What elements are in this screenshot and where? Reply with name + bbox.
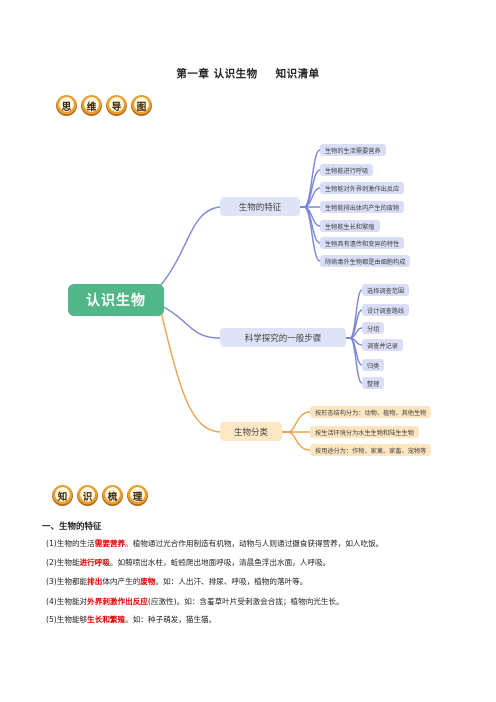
feature-item-2: (2)生物能进行呼吸。如鲸喷出水柱，蚯蚓爬出地面呼吸，清晨鱼浮出水面，人呼吸。 (46, 558, 331, 567)
badge-char: 理 (127, 485, 148, 506)
page-title-chapter: 第一章 认识生物 (176, 68, 258, 80)
mindmap-badge: 思 维 导 图 (56, 95, 152, 116)
leaf-classification: 按生活环境分为水生生物和陆生生物 (310, 426, 419, 438)
branch-inquiry-steps: 科学探究的一般步骤 (220, 328, 346, 347)
leaf-classification: 按用途分为：作物、家禽、家畜、宠物等 (310, 444, 432, 456)
section-heading: 一、生物的特征 (42, 522, 102, 532)
leaf-classification: 按形态结构分为：动物、植物、其他生物 (310, 406, 432, 418)
leaf-step: 调查并记录 (362, 339, 403, 351)
page-title-suffix: 知识清单 (275, 68, 320, 80)
knowledge-badge: 知 识 梳 理 (52, 485, 148, 506)
badge-char: 维 (81, 95, 102, 116)
leaf-feature: 生物能生长和繁殖 (320, 220, 380, 232)
leaf-feature: 生物的生活需要营养 (320, 144, 386, 156)
badge-char: 梳 (102, 485, 123, 506)
feature-item-3: (3)生物都能排出体内产生的废物。如：人出汗、排尿、呼吸，植物的落叶等。 (46, 577, 308, 586)
leaf-step: 分组 (362, 322, 385, 334)
leaf-feature: 生物能排出体内产生的废物 (320, 201, 405, 213)
feature-item-4: (4)生物能对外界刺激作出反应(应激性)。如：含羞草叶片受刺激会合拢；植物向光生… (46, 597, 344, 606)
badge-char: 知 (52, 485, 73, 506)
connector-root-steps (159, 304, 221, 339)
leaf-feature: 生物能进行呼吸 (320, 164, 374, 176)
feature-item-1: (1)生物的生活需要营养。植物通过光合作用制造有机物，动物与人则通过摄食获得营养… (46, 539, 384, 548)
leaf-feature: 生物能对外界刺激作出反应 (320, 182, 405, 194)
connector-root-features (159, 206, 221, 287)
leaf-step: 选择调查范围 (362, 284, 410, 296)
badge-char: 思 (56, 95, 77, 116)
mindmap-connectors (159, 149, 363, 451)
branch-features: 生物的特征 (220, 197, 300, 216)
badge-char: 识 (77, 485, 98, 506)
leaf-step: 设计调查路线 (362, 304, 410, 316)
page-title: 第一章 认识生物 知识清单 (0, 66, 496, 81)
feature-item-5: (5)生物能够生长和繁殖。如：种子萌发，猫生猫。 (46, 615, 217, 624)
leaf-feature: 除病毒外生物都是由细胞构成 (320, 255, 411, 267)
leaf-step: 归类 (362, 359, 385, 371)
badge-char: 导 (106, 95, 127, 116)
leaf-step: 整理 (362, 377, 385, 389)
badge-char: 图 (131, 95, 152, 116)
branch-classification: 生物分类 (220, 422, 282, 441)
leaf-feature: 生物具有遗传和变异的特性 (320, 237, 405, 249)
connector-root-classification (159, 307, 221, 433)
mindmap-root: 认识生物 (68, 284, 164, 316)
